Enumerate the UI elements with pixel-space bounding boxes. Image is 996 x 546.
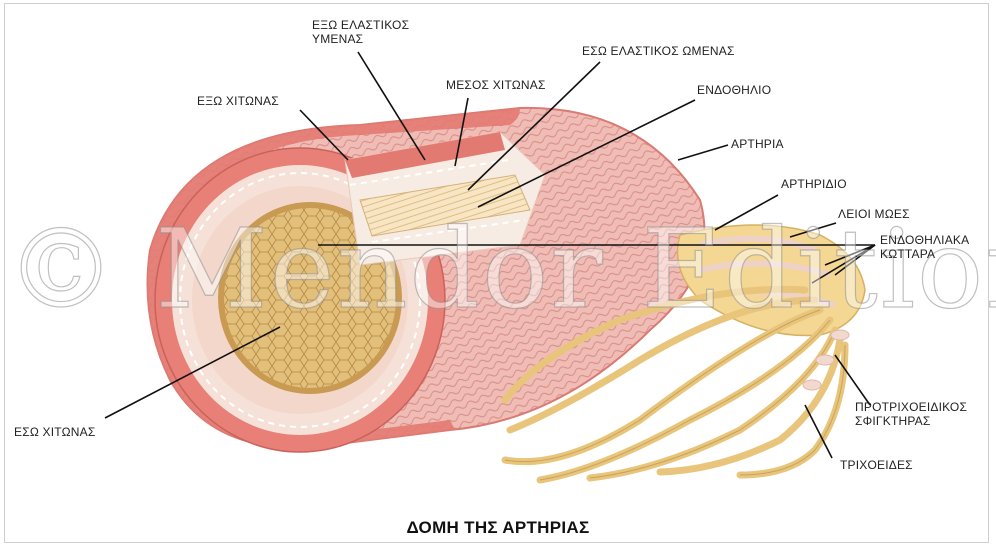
label-artery: ΑΡΤΗΡΙΑ	[731, 137, 784, 151]
label-capillaries: ΤΡΙΧΟΕΙΔΕΣ	[840, 458, 913, 472]
label-endothelium: ΕΝΔΟΘΗΛΙΟ	[697, 83, 771, 97]
label-middle-layer: ΜΕΣΟΣ ΧΙΤΩΝΑΣ	[446, 78, 546, 92]
label-internal-elastic: ΕΣΩ ΕΛΑΣΤΙΚΟΣ ΩΜΕΝΑΣ	[582, 44, 735, 58]
label-outer-layer: ΕΞΩ ΧΙΤΩΝΑΣ	[197, 94, 279, 108]
label-precapillary-sphincter: ΠΡΟΤΡΙΧΟΕΙΔΙΚΟΣ ΣΦΙΓΚΤΗΡΑΣ	[855, 400, 967, 428]
label-smooth-muscle: ΛΕΙΟΙ ΜΩΕΣ	[838, 207, 910, 221]
figure-title: ΔΟΜΗ ΤΗΣ ΑΡΤΗΡΙΑΣ	[0, 518, 996, 538]
watermark: © Mendor Editions S.A.	[6, 205, 996, 333]
label-endothelial-cells: ΕΝΔΟΘΗΛΙΑΚΑ ΚΩΤΤΑΡΑ	[880, 233, 969, 261]
label-arteriole: ΑΡΤΗΡΙΔΙΟ	[781, 177, 847, 191]
label-external-elastic: ΕΞΩ ΕΛΑΣΤΙΚΟΣ ΥΜΕΝΑΣ	[312, 18, 409, 46]
label-inner-layer: ΕΣΩ ΧΙΤΩΝΑΣ	[14, 425, 95, 439]
